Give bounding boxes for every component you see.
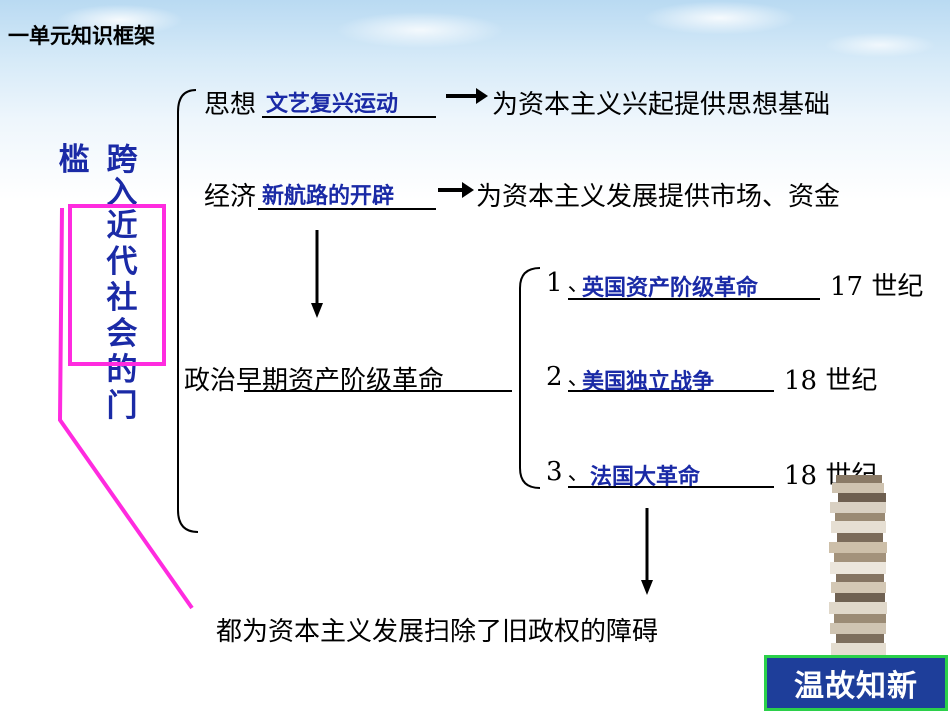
left-label-char: 会: [106, 316, 138, 352]
revolution-number: 3: [546, 457, 563, 487]
arrow-economy: [438, 182, 474, 198]
left-label-char: 入: [106, 175, 138, 211]
blank-line: [258, 208, 436, 210]
main-brace: [177, 89, 199, 533]
revolution-item: 1 、: [546, 266, 590, 298]
revolution-century: 17 世纪: [830, 272, 924, 302]
revolution-separator: 、: [567, 461, 590, 486]
revolution-separator: 、: [567, 272, 590, 297]
left-label-char: 的: [106, 352, 138, 388]
label-economy: 经济: [204, 182, 257, 212]
revolution-number: 1: [546, 268, 563, 298]
left-label-char: 社: [106, 280, 138, 316]
sky-background: [0, 0, 950, 70]
left-label-col2: 跨 入 近 代 社 会 的 门: [102, 142, 142, 424]
result-thought: 为资本主义兴起提供思想基础: [492, 90, 831, 120]
blank-line: [262, 116, 436, 118]
left-label-char: 跨: [106, 142, 138, 178]
label-thought: 思想: [204, 90, 257, 120]
left-label-char: 门: [106, 388, 138, 424]
blank-line: [568, 298, 820, 300]
result-economy: 为资本主义发展提供市场、资金: [476, 182, 841, 212]
highlight-pointer: [57, 207, 194, 610]
revolution-century: 18 世纪: [784, 366, 878, 396]
fill-new-routes: 新航路的开辟: [262, 184, 395, 209]
revolution-separator: 、: [567, 366, 590, 391]
arrow-down-revolutions: [641, 508, 653, 595]
fill-renaissance: 文艺复兴运动: [266, 92, 399, 117]
highlight-box: [68, 204, 166, 366]
left-label-char: 近: [106, 208, 138, 244]
review-badge: 温故知新: [764, 655, 948, 711]
revolution-number: 2: [546, 362, 563, 392]
conclusion-text: 都为资本主义发展扫除了旧政权的障碍: [216, 617, 659, 647]
revolution-name: 法国大革命: [590, 465, 701, 490]
left-label-char: 槛: [58, 142, 90, 178]
revolution-item: 3 、: [546, 455, 590, 487]
arrow-down-economy: [311, 230, 323, 318]
left-label-col1: 槛: [54, 142, 94, 178]
revolution-item: 2 、: [546, 360, 590, 392]
revolution-brace: [519, 267, 541, 489]
book-stack-icon: [829, 475, 887, 655]
blank-line: [244, 390, 512, 392]
arrow-thought: [446, 88, 488, 104]
left-label-char: 代: [106, 244, 138, 280]
blank-line: [568, 486, 774, 488]
revolution-name: 英国资产阶级革命: [582, 276, 759, 301]
page-title: 一单元知识框架: [8, 24, 155, 48]
blank-line: [568, 390, 774, 392]
